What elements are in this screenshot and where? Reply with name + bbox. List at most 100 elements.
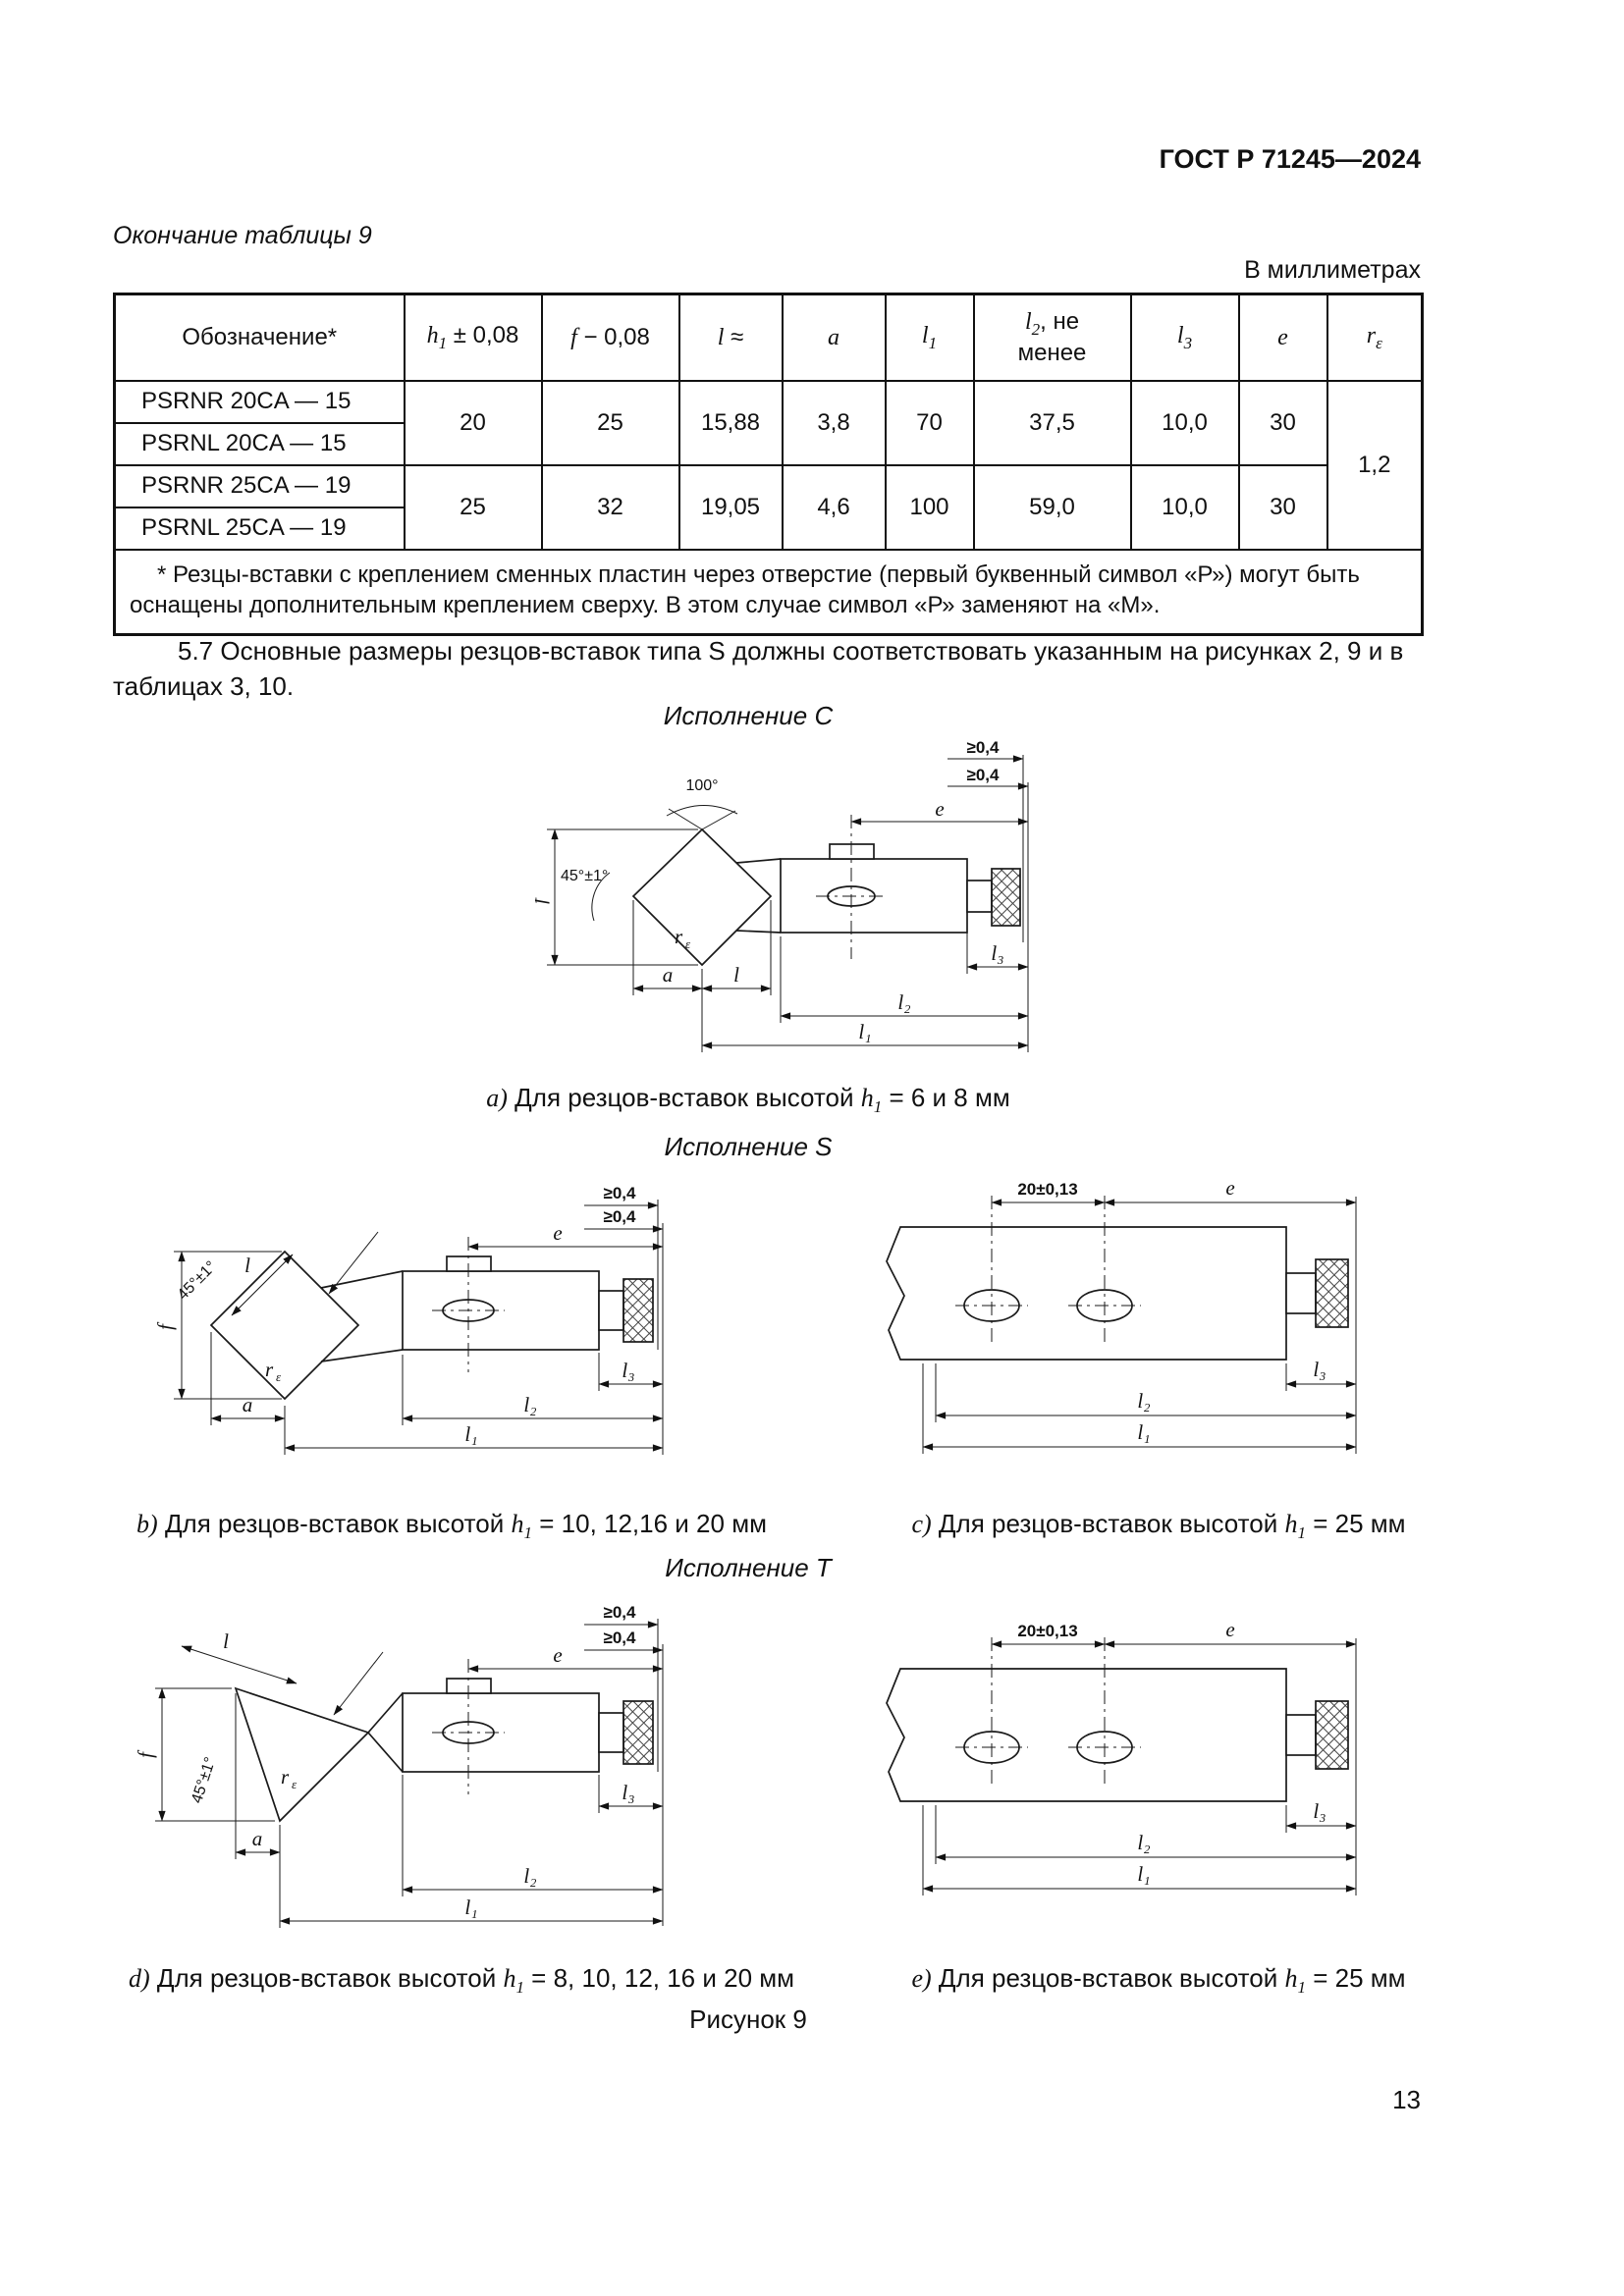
figure-a-drawing: ≥0,4 ≥0,4 e 100° 45°±1° f r ε a l l₃ l₂ … xyxy=(535,738,1029,1052)
cell-designation: PSRNL 25CA — 19 xyxy=(113,506,406,551)
label-e: e xyxy=(553,1643,562,1667)
paragraph-5-7: 5.7 Основные размеры резцов-вставок типа… xyxy=(113,636,1404,701)
label-l3: l₃ xyxy=(1313,1799,1326,1823)
cell-designation: PSRNR 20CA — 15 xyxy=(113,379,406,424)
insert-head xyxy=(209,1250,404,1401)
figure-b-drawing: ≥0,4 ≥0,4 e l 45°±1° f r ε a l₃ l₂ l₁ xyxy=(153,1184,664,1455)
label-angle-100: 100° xyxy=(685,777,718,794)
label-l2: l₂ xyxy=(523,1864,536,1888)
col-header-f: f − 0,08 xyxy=(540,293,680,382)
label-e: e xyxy=(935,797,944,821)
label-l3: l₃ xyxy=(991,941,1003,965)
label-eps: ε xyxy=(292,1777,298,1791)
label-ge04: ≥0,4 xyxy=(604,1184,637,1202)
label-e: e xyxy=(1225,1618,1234,1641)
figure-c-drawing: 20±0,13 e l₃ l₂ l₁ xyxy=(886,1176,1357,1454)
label-l1: l₁ xyxy=(464,1422,477,1446)
table-continuation-label: Окончание таблицы 9 xyxy=(113,222,372,249)
table-9-wrapper: Обозначение* h1 ± 0,08 f − 0,08 l ≈ a l1… xyxy=(113,293,1424,636)
col-header-designation: Обозначение* xyxy=(113,293,406,382)
label-l3: l₃ xyxy=(622,1359,634,1382)
dimension-lines xyxy=(922,1199,1357,1454)
label-eps: ε xyxy=(685,936,691,951)
label-angle-45: 45°±1° xyxy=(189,1755,219,1805)
label-l1: l₁ xyxy=(464,1896,477,1919)
cell-e: 30 xyxy=(1237,379,1328,466)
label-l2: l₂ xyxy=(523,1393,536,1416)
dimension-labels: 20±0,13 e l₃ l₂ l₁ xyxy=(1017,1618,1326,1886)
label-r: r xyxy=(675,925,683,948)
col-header-l3: l3 xyxy=(1129,293,1240,382)
label-l2: l₂ xyxy=(897,990,910,1014)
label-ge04: ≥0,4 xyxy=(967,766,1001,784)
label-f: f xyxy=(134,1749,157,1758)
label-l: l xyxy=(733,963,739,987)
label-r: r xyxy=(265,1358,274,1381)
col-header-e: e xyxy=(1237,293,1328,382)
table-row: PSRNL 20CA — 15 xyxy=(113,421,1423,466)
bar-body xyxy=(886,1637,1357,1896)
label-e: e xyxy=(1225,1176,1234,1200)
label-ge04: ≥0,4 xyxy=(604,1603,637,1622)
cell-a: 4,6 xyxy=(781,463,887,551)
cell-l1: 100 xyxy=(884,463,975,551)
dimension-labels: 20±0,13 e l₃ l₂ l₁ xyxy=(1017,1176,1326,1444)
label-tol20: 20±0,13 xyxy=(1017,1180,1077,1199)
label-eps: ε xyxy=(276,1369,282,1384)
caption-a: a) Для резцов-вставок высотой h1 = 6 и 8… xyxy=(486,1083,1010,1117)
table-footnote-row: * Резцы-вставки с креплением сменных пла… xyxy=(113,548,1424,636)
label-ge04: ≥0,4 xyxy=(604,1207,637,1226)
caption-d: d) Для резцов-вставок высотой h1 = 8, 10… xyxy=(128,1963,795,1998)
figure-e-drawing: 20±0,13 e l₃ l₂ l₁ xyxy=(886,1618,1357,1896)
insert-head xyxy=(631,808,782,967)
table-row: PSRNR 20CA — 15 20 25 15,88 3,8 70 37,5 … xyxy=(113,379,1424,551)
label-a: a xyxy=(663,963,674,987)
cell-e: 30 xyxy=(1237,463,1328,551)
label-e: e xyxy=(553,1221,562,1245)
label-ge04: ≥0,4 xyxy=(967,738,1001,757)
cell-f: 32 xyxy=(540,463,680,551)
label-f: f xyxy=(153,1321,177,1330)
cell-h1: 20 xyxy=(403,379,543,466)
label-a: a xyxy=(243,1393,253,1416)
label-l1: l₁ xyxy=(1137,1420,1150,1444)
label-l3: l₃ xyxy=(1313,1358,1326,1381)
caption-b: b) Для резцов-вставок высотой h1 = 10, 1… xyxy=(136,1509,767,1543)
cell-h1: 25 xyxy=(403,463,543,551)
table-footnote: * Резцы-вставки с креплением сменных пла… xyxy=(113,548,1424,636)
insert-head xyxy=(234,1686,404,1823)
label-l: l xyxy=(223,1629,229,1653)
units-note: В миллиметрах xyxy=(1244,256,1421,284)
caption-c: c) Для резцов-вставок высотой h1 = 25 мм xyxy=(911,1509,1406,1543)
table-header-row: Обозначение* h1 ± 0,08 f − 0,08 l ≈ a l1… xyxy=(113,293,1424,382)
label-l2: l₂ xyxy=(1137,1389,1150,1413)
cell-l1: 70 xyxy=(884,379,975,466)
knurled-knob xyxy=(623,1278,654,1343)
cell-l3: 10,0 xyxy=(1129,463,1240,551)
execution-t-title: Исполнение T xyxy=(665,1553,832,1582)
page-number: 13 xyxy=(1392,2085,1421,2114)
shank-body xyxy=(402,1200,664,1455)
label-l: l xyxy=(244,1254,250,1277)
label-l1: l₁ xyxy=(1137,1862,1150,1886)
execution-s-title: Исполнение S xyxy=(664,1132,833,1161)
dimension-lines xyxy=(174,1201,664,1455)
cell-l3: 10,0 xyxy=(1129,379,1240,466)
col-header-h1: h1 ± 0,08 xyxy=(403,293,543,382)
dimension-labels: ≥0,4 ≥0,4 e 100° 45°±1° f r ε a l l₃ l₂ … xyxy=(535,738,1004,1043)
label-r: r xyxy=(281,1765,290,1789)
cell-l: 15,88 xyxy=(677,379,784,466)
dimension-lines xyxy=(155,1621,664,1928)
col-header-l1: l1 xyxy=(884,293,975,382)
dimension-lines xyxy=(547,755,1029,1052)
table-9: Обозначение* h1 ± 0,08 f − 0,08 l ≈ a l1… xyxy=(113,293,1424,636)
label-l3: l₃ xyxy=(622,1781,634,1804)
execution-c-title: Исполнение C xyxy=(663,701,834,730)
cell-l: 19,05 xyxy=(677,463,784,551)
caption-e: e) Для резцов-вставок высотой h1 = 25 мм xyxy=(911,1963,1406,1998)
cell-designation: PSRNL 20CA — 15 xyxy=(113,421,406,466)
label-a: a xyxy=(252,1827,263,1850)
figure-d-drawing: ≥0,4 ≥0,4 e l 45°±1° f r ε a l₃ l₂ l₁ xyxy=(134,1603,664,1928)
label-l2: l₂ xyxy=(1137,1831,1150,1854)
